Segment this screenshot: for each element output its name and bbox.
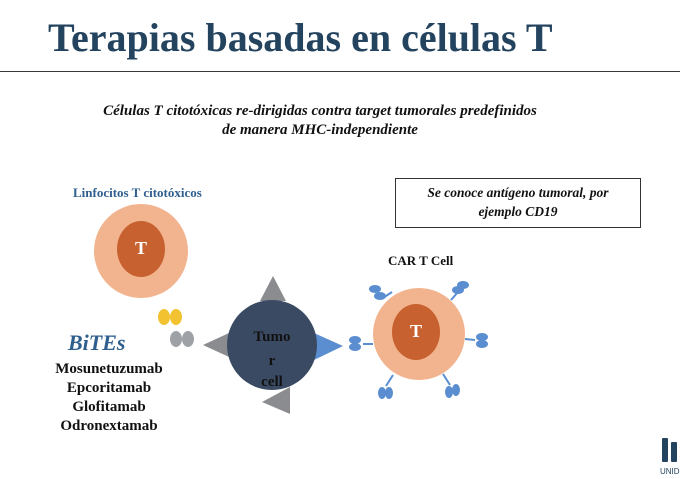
antigen-triangle-top xyxy=(260,276,286,301)
car-t-cell-letter: T xyxy=(410,321,422,341)
logo-bar-1 xyxy=(662,438,668,462)
cytotoxic-t-cell: T xyxy=(94,204,188,298)
university-logo: UNID xyxy=(660,438,680,479)
slide-subtitle: Células T citotóxicas re-dirigidas contr… xyxy=(40,102,600,140)
bite-yellow-domain-2 xyxy=(170,309,182,325)
car-receptor xyxy=(464,333,488,348)
tumor-label-line-2: r xyxy=(269,353,276,369)
tumor-cell-group: Tumo r cell xyxy=(203,276,343,414)
car-t-cell-nucleus xyxy=(392,304,440,360)
bite-gray-domain-1 xyxy=(170,331,182,347)
antigen-triangle-right-cd19 xyxy=(314,333,343,360)
linfocitos-label: Linfocitos T citotóxicos xyxy=(73,185,202,200)
bites-drug-item: Epcoritamab xyxy=(66,380,152,396)
car-receptors xyxy=(349,281,488,399)
antigen-triangle-bottom xyxy=(262,387,290,414)
info-box-line-1: Se conoce antígeno tumoral, por xyxy=(427,185,609,200)
slide-title: Terapias basadas en células T xyxy=(48,15,553,60)
t-cell-letter: T xyxy=(135,238,147,258)
subtitle-line-2: de manera MHC-independiente xyxy=(222,122,418,138)
info-box-line-2: ejemplo CD19 xyxy=(478,204,558,219)
car-t-cell: T xyxy=(349,281,488,399)
tumor-label-line-1: Tumo xyxy=(254,329,291,345)
bite-yellow-domain-1 xyxy=(158,309,170,325)
logo-bar-2 xyxy=(671,442,677,462)
car-receptor xyxy=(349,336,373,351)
bites-title: BiTEs xyxy=(68,330,126,355)
bites-drug-list: Mosunetuzumab Epcoritamab Glofitamab Odr… xyxy=(20,360,198,436)
tumor-label-line-3: cell xyxy=(261,374,283,390)
antigen-triangle-left xyxy=(203,333,229,357)
antigen-info-box: Se conoce antígeno tumoral, por ejemplo … xyxy=(395,178,641,228)
car-receptor xyxy=(450,281,469,301)
bites-drug-item: Glofitamab xyxy=(72,399,146,415)
t-cell-nucleus xyxy=(117,221,165,277)
bite-gray-domain-2 xyxy=(182,331,194,347)
logo-mark: UNID xyxy=(660,438,680,476)
subtitle-line-1: Células T citotóxicas re-dirigidas contr… xyxy=(103,103,537,119)
bite-molecule xyxy=(158,309,194,347)
bites-drug-item: Odronextamab xyxy=(60,418,158,434)
bites-drug-item: Mosunetuzumab xyxy=(55,361,163,377)
car-t-label: CAR T Cell xyxy=(388,253,454,268)
logo-text: UNID xyxy=(660,467,680,476)
car-receptor xyxy=(442,373,460,398)
title-divider xyxy=(0,71,680,72)
car-receptor xyxy=(369,285,393,300)
car-receptor xyxy=(378,374,394,399)
tumor-cell xyxy=(227,300,317,390)
